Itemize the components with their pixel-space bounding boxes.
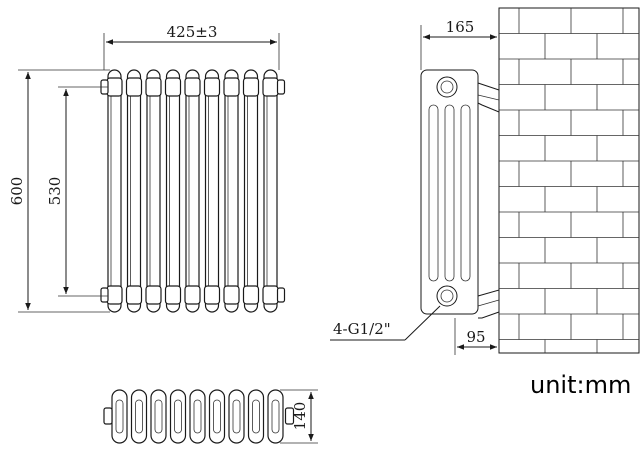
front-column [243, 69, 259, 313]
width-dimension-label: 425±3 [167, 23, 218, 41]
front-column [263, 69, 278, 313]
front-view: 425±3 600 530 [8, 23, 286, 313]
front-column-header-top [262, 77, 279, 97]
front-column-header-bottom [145, 285, 162, 305]
front-column-header-bottom [184, 285, 201, 305]
top-column [150, 389, 167, 444]
top-column [247, 389, 265, 444]
front-column-header-top [184, 77, 201, 97]
front-column-header-top [145, 77, 162, 97]
top-column-inner [213, 399, 221, 434]
front-column-header-top [164, 77, 182, 97]
front-column-header-bottom [203, 285, 221, 305]
top-column-inner [193, 399, 202, 434]
side-view: 165 95 4-G1/2" unit:mm [330, 7, 640, 399]
front-column-header-bottom [164, 285, 182, 305]
unit-label: unit:mm [530, 371, 631, 399]
top-column [169, 389, 187, 444]
center-distance-label: 530 [46, 177, 64, 206]
top-column [130, 389, 148, 444]
connection-label: 4-G1/2" [333, 320, 391, 338]
wall-gap-label: 95 [466, 328, 485, 346]
front-column-header-top [125, 77, 143, 97]
front-column [126, 69, 142, 313]
front-column-header-bottom [242, 285, 260, 305]
front-column [165, 69, 181, 313]
top-column-inner [271, 399, 280, 434]
top-column [228, 389, 245, 444]
connection-port-bottom [436, 285, 458, 307]
top-column [189, 389, 206, 444]
top-column [208, 389, 226, 444]
depth-dimension: 165 [420, 18, 497, 70]
front-column-header-bottom [223, 285, 240, 305]
radiator-side-body [420, 69, 479, 315]
top-column-inner [174, 399, 182, 434]
top-end-plug [284, 407, 295, 425]
front-end-plug [276, 287, 286, 303]
connection-port-top [436, 76, 458, 98]
front-column-header-bottom [262, 285, 279, 305]
front-column-header-top [203, 77, 221, 97]
front-column [204, 69, 220, 313]
top-depth-dimension: 140 [280, 389, 318, 444]
front-end-plug [276, 79, 286, 95]
front-column-header-bottom [125, 285, 143, 305]
wall-bracket-top [477, 82, 500, 113]
top-column-inner [115, 399, 124, 434]
brick-wall [498, 7, 640, 354]
top-columns [103, 389, 295, 444]
center-distance-dimension: 530 [46, 86, 108, 297]
front-columns [100, 69, 286, 313]
top-column-inner [232, 399, 241, 434]
top-column [111, 389, 128, 444]
top-column-inner [252, 399, 260, 434]
wall-bracket-bottom [477, 289, 500, 319]
top-end-plug [103, 407, 113, 425]
front-column-header-top [242, 77, 260, 97]
front-column-header-bottom [106, 285, 123, 305]
front-column [107, 69, 122, 313]
front-column [185, 69, 200, 313]
front-column [146, 69, 161, 313]
front-column-header-top [106, 77, 123, 97]
depth-dimension-label: 165 [446, 18, 475, 36]
front-column-header-top [223, 77, 240, 97]
top-depth-label: 140 [291, 402, 309, 431]
front-end-plug [100, 287, 109, 303]
connection-leader: 4-G1/2" [330, 305, 441, 341]
height-dimension: 600 [8, 69, 110, 313]
top-column-inner [154, 399, 163, 434]
top-column-inner [135, 399, 143, 434]
top-column [267, 389, 284, 444]
wall-gap-dimension: 95 [454, 318, 497, 355]
height-dimension-label: 600 [8, 177, 26, 206]
width-dimension: 425±3 [103, 23, 280, 70]
top-view: 140 [103, 389, 318, 444]
front-column [224, 69, 239, 313]
